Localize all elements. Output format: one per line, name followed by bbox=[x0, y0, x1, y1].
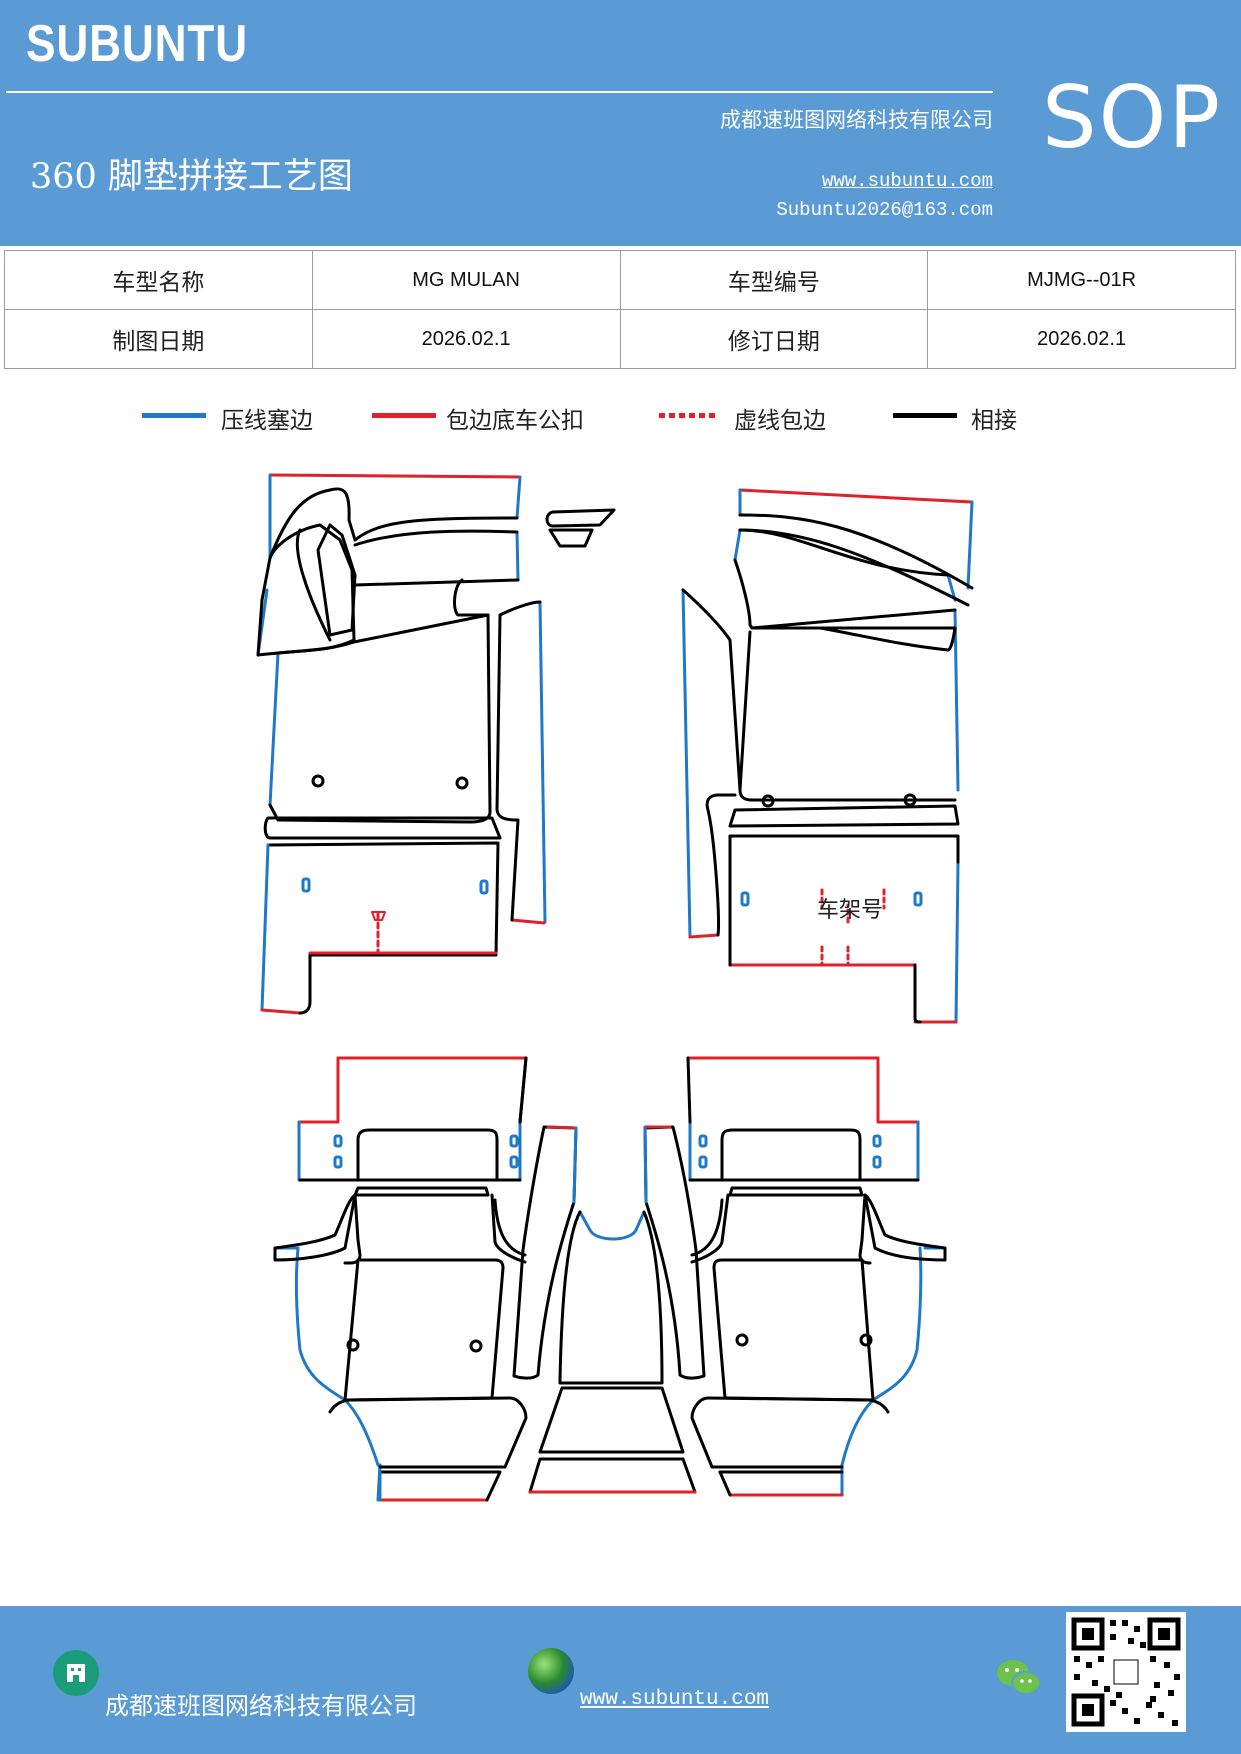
header-banner: SUBUNTU 成都速班图网络科技有限公司 360 脚垫拼接工艺图 www.su… bbox=[0, 0, 1241, 246]
table-row: 制图日期 2026.02.1 修订日期 2026.02.1 bbox=[4, 309, 1236, 369]
legend-label: 虚线包边 bbox=[734, 408, 826, 434]
legend: 压线塞边 包边底车公扣 虚线包边 相接 bbox=[0, 398, 1241, 442]
vin-label: 车架号 bbox=[817, 898, 883, 923]
footer-website-link[interactable]: www.subuntu.com bbox=[580, 1688, 770, 1711]
model-code-label: 车型编号 bbox=[619, 250, 929, 310]
company-name: 成都速班图网络科技有限公司 bbox=[720, 108, 993, 132]
building-icon bbox=[53, 1650, 99, 1696]
legend-swatch-blue bbox=[142, 413, 206, 418]
revise-date-label: 修订日期 bbox=[619, 309, 929, 369]
legend-label: 相接 bbox=[971, 408, 1017, 434]
header-divider bbox=[6, 91, 993, 93]
draw-date-label: 制图日期 bbox=[4, 309, 313, 369]
info-table: 车型名称 MG MULAN 车型编号 MJMG--01R 制图日期 2026.0… bbox=[4, 250, 1236, 369]
draw-date-value: 2026.02.1 bbox=[311, 309, 621, 369]
legend-swatch-black bbox=[893, 413, 957, 418]
rear-left-mat bbox=[273, 1056, 578, 1502]
rear-right-mat bbox=[643, 1056, 947, 1497]
qr-code-icon bbox=[1066, 1612, 1186, 1732]
legend-swatch-red bbox=[372, 413, 436, 418]
legend-swatch-red-dotted bbox=[659, 413, 719, 418]
legend-label: 包边底车公扣 bbox=[446, 408, 584, 434]
model-name-label: 车型名称 bbox=[4, 250, 313, 310]
model-code-value: MJMG--01R bbox=[927, 250, 1236, 310]
center-tunnel-mat bbox=[528, 1210, 697, 1494]
footer-company: 成都速班图网络科技有限公司 bbox=[105, 1692, 417, 1720]
page-title: 360 脚垫拼接工艺图 bbox=[30, 157, 353, 197]
sop-badge: SOP bbox=[1042, 68, 1223, 168]
brand-logo: SUBUNTU bbox=[26, 15, 249, 73]
model-name-value: MG MULAN bbox=[311, 250, 621, 310]
globe-icon bbox=[528, 1648, 574, 1694]
front-left-mat bbox=[256, 473, 616, 1015]
table-row: 车型名称 MG MULAN 车型编号 MJMG--01R bbox=[4, 250, 1236, 310]
revise-date-value: 2026.02.1 bbox=[927, 309, 1236, 369]
front-right-mat bbox=[681, 488, 974, 1024]
wechat-icon bbox=[995, 1656, 1043, 1704]
email-address: Subuntu2026@163.com bbox=[776, 199, 993, 221]
legend-label: 压线塞边 bbox=[221, 408, 313, 434]
floor-mat-diagram: 车架号 bbox=[256, 473, 974, 1502]
footer: 成都速班图网络科技有限公司 www.subuntu.com bbox=[0, 1606, 1241, 1754]
website-link[interactable]: www.subuntu.com bbox=[821, 170, 993, 192]
